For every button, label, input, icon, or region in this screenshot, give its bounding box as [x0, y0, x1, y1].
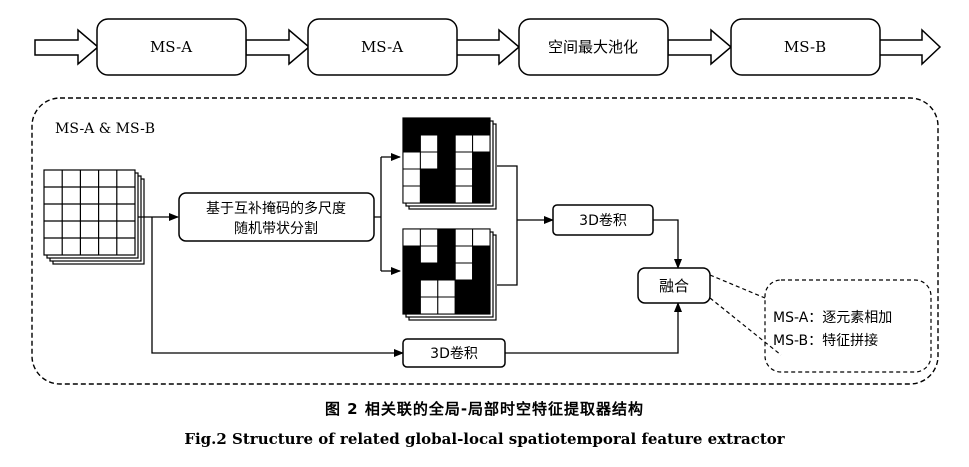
mask-cell	[402, 168, 421, 187]
stage-label-4: MS-B	[784, 38, 826, 56]
conv-box-top	[552, 204, 654, 236]
mask-cell	[419, 279, 439, 298]
hollow-arrow-1	[34, 28, 100, 66]
mask-cell	[402, 245, 421, 264]
mask-cell	[437, 279, 456, 298]
fusion-box	[637, 267, 711, 304]
mask-cell	[472, 134, 491, 153]
mask-cell	[437, 151, 456, 170]
hollow-arrow-5	[878, 28, 942, 66]
mask-cell	[419, 228, 439, 247]
mask-cell	[472, 296, 491, 315]
note-callout	[709, 274, 932, 373]
mask-cell	[454, 262, 474, 281]
mask-cell	[472, 117, 491, 136]
mask-cell	[419, 245, 439, 264]
mask-cell	[454, 117, 474, 136]
mask-cell	[472, 245, 491, 264]
mask-cell	[437, 168, 456, 187]
mask-cell	[472, 279, 491, 298]
mask-cell	[454, 228, 474, 247]
split-block-line2: 随机带状分割	[234, 220, 318, 237]
mask-cell	[419, 134, 439, 153]
mask-cell	[472, 168, 491, 187]
region-label: MS-A & MS-B	[55, 121, 155, 137]
mask-cell	[419, 185, 439, 204]
mask-cell	[454, 279, 474, 298]
mask-cell	[437, 296, 456, 315]
mask-cell	[472, 185, 491, 204]
mask-grid-bottom	[402, 228, 491, 315]
skip-path	[151, 217, 404, 357]
mask-cell	[454, 185, 474, 204]
split-block-line1: 基于互补掩码的多尺度	[206, 200, 346, 217]
stage-label-3: 空间最大池化	[548, 38, 638, 56]
mask-cell	[437, 262, 456, 281]
mask-cell	[419, 151, 439, 170]
stage-label-2: MS-A	[361, 38, 403, 56]
note-line2: MS-B：特征拼接	[773, 332, 878, 349]
mask-cell	[402, 134, 421, 153]
mask-cell	[437, 117, 456, 136]
conv-box-bottom	[402, 338, 506, 368]
mask-cell	[454, 296, 474, 315]
note-line1: MS-A：逐元素相加	[773, 310, 892, 326]
mask-cell	[402, 151, 421, 170]
input-feature-stack	[43, 169, 145, 265]
mask-cell	[402, 185, 421, 204]
mask-cell	[454, 151, 474, 170]
mask-cell	[402, 279, 421, 298]
mask-cell	[402, 296, 421, 315]
detail-region	[31, 97, 939, 385]
mask-grid-top	[402, 117, 491, 204]
mask-cell	[454, 134, 474, 153]
mask-cell	[402, 228, 421, 247]
mask-cell	[402, 262, 421, 281]
mask-cell	[472, 151, 491, 170]
mask-cell	[437, 245, 456, 264]
mask-cell	[437, 228, 456, 247]
mask-stack-bottom	[402, 228, 497, 321]
caption-english: Fig.2 Structure of related global-local …	[184, 430, 785, 448]
mask-cell	[454, 245, 474, 264]
conv-label-top: 3D卷积	[579, 213, 627, 229]
merge-masks	[497, 165, 553, 286]
pipeline-row	[34, 18, 942, 76]
mask-stack-top	[402, 117, 497, 210]
stage-box-4	[730, 18, 881, 76]
caption-chinese: 图 2 相关联的全局-局部时空特征提取器结构	[324, 400, 645, 418]
mask-cell	[402, 117, 421, 136]
stage-box-3	[518, 18, 669, 76]
stage-box-1	[96, 18, 247, 76]
arrow-conv-to-fusion	[652, 219, 682, 269]
connectors	[138, 153, 682, 357]
stage-box-2	[307, 18, 458, 76]
mask-cell	[472, 262, 491, 281]
mask-cell	[472, 228, 491, 247]
hollow-arrow-3	[455, 28, 521, 66]
hollow-arrow-4	[667, 28, 733, 66]
mask-cell	[454, 168, 474, 187]
hollow-arrow-2	[245, 28, 311, 66]
conv-label-bottom: 3D卷积	[430, 346, 478, 362]
branch-split	[374, 157, 382, 271]
mask-cell	[419, 168, 439, 187]
fusion-label: 融合	[659, 277, 689, 295]
mask-cell	[437, 134, 456, 153]
arrow-skip-to-fusion	[505, 302, 682, 354]
mask-cell	[419, 296, 439, 315]
mask-cell	[419, 117, 439, 136]
note-box	[764, 279, 932, 373]
stage-label-1: MS-A	[150, 38, 192, 56]
mask-cell	[419, 262, 439, 281]
mask-cell	[437, 185, 456, 204]
